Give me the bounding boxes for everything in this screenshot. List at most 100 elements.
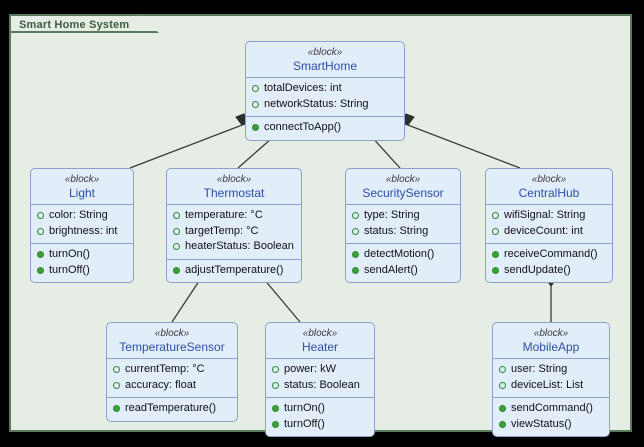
attribute-circle-icon bbox=[37, 212, 44, 220]
attribute-circle-icon bbox=[272, 366, 279, 374]
operation-label: sendUpdate() bbox=[504, 263, 571, 276]
block-stereotype: «block» bbox=[531, 174, 567, 185]
block-header: «block» SecuritySensor bbox=[346, 169, 460, 204]
attribute-circle-icon bbox=[113, 381, 120, 389]
attribute-circle-icon bbox=[352, 227, 359, 235]
diagram-title-tab: Smart Home System bbox=[9, 14, 159, 33]
operations-compartment: readTemperature() bbox=[107, 397, 237, 421]
operations-compartment: adjustTemperature() bbox=[167, 258, 301, 283]
operation-row: receiveCommand() bbox=[492, 247, 606, 263]
attribute-label: deviceList: List bbox=[511, 378, 584, 391]
block-stereotype: «block» bbox=[302, 328, 338, 339]
block-smarthome[interactable]: «block» SmartHome totalDevices: int netw… bbox=[245, 41, 405, 141]
attributes-compartment: type: String status: String bbox=[346, 203, 460, 243]
block-securitysensor[interactable]: «block» SecuritySensor type: String stat… bbox=[345, 168, 461, 284]
operation-row: viewStatus() bbox=[499, 417, 603, 433]
attribute-label: wifiSignal: String bbox=[504, 208, 586, 221]
operation-label: adjustTemperature() bbox=[185, 263, 284, 276]
attribute-row: heaterStatus: Boolean bbox=[173, 239, 295, 255]
block-heater[interactable]: «block» Heater power: kW status: Boolean… bbox=[265, 322, 375, 438]
operation-row: sendAlert() bbox=[352, 263, 454, 279]
operations-compartment: detectMotion() sendAlert() bbox=[346, 243, 460, 282]
block-temperaturesensor[interactable]: «block» TemperatureSensor currentTemp: °… bbox=[106, 322, 238, 422]
block-header: «block» Heater bbox=[266, 323, 374, 358]
attribute-label: networkStatus: String bbox=[264, 97, 369, 110]
attributes-compartment: user: String deviceList: List bbox=[493, 357, 609, 397]
attribute-label: status: String bbox=[364, 224, 429, 237]
operation-circle-icon bbox=[272, 405, 279, 413]
operation-label: detectMotion() bbox=[364, 248, 435, 261]
attribute-circle-icon bbox=[352, 212, 359, 220]
attribute-circle-icon bbox=[252, 85, 259, 93]
attribute-row: type: String bbox=[352, 208, 454, 224]
attribute-label: heaterStatus: Boolean bbox=[185, 240, 294, 253]
operation-row: turnOff() bbox=[272, 417, 368, 433]
block-name: Thermostat bbox=[203, 185, 265, 200]
attribute-row: currentTemp: °C bbox=[113, 362, 231, 378]
operation-label: turnOn() bbox=[49, 248, 90, 261]
operation-row: turnOn() bbox=[37, 247, 127, 263]
attribute-label: brightness: int bbox=[49, 224, 118, 237]
attribute-label: currentTemp: °C bbox=[125, 362, 205, 375]
operation-row: adjustTemperature() bbox=[173, 263, 295, 279]
block-name: Light bbox=[68, 185, 96, 200]
operation-label: connectToApp() bbox=[264, 121, 342, 134]
block-name: SmartHome bbox=[292, 58, 357, 73]
block-thermostat[interactable]: «block» Thermostat temperature: °C targe… bbox=[166, 168, 302, 284]
attribute-row: deviceCount: int bbox=[492, 224, 606, 240]
operation-circle-icon bbox=[352, 251, 359, 259]
operation-circle-icon bbox=[352, 267, 359, 275]
operation-label: sendCommand() bbox=[511, 402, 593, 415]
operation-row: turnOff() bbox=[37, 263, 127, 279]
attributes-compartment: currentTemp: °C accuracy: float bbox=[107, 357, 237, 397]
attribute-row: deviceList: List bbox=[499, 378, 603, 394]
diagram-title: Smart Home System bbox=[19, 19, 130, 31]
block-light[interactable]: «block» Light color: String brightness: … bbox=[30, 168, 134, 284]
attribute-row: networkStatus: String bbox=[252, 97, 398, 113]
operation-circle-icon bbox=[252, 124, 259, 132]
link-smarthome-light bbox=[129, 121, 251, 169]
attributes-compartment: totalDevices: int networkStatus: String bbox=[246, 76, 404, 116]
operations-compartment: turnOn() turnOff() bbox=[266, 397, 374, 436]
attribute-circle-icon bbox=[492, 227, 499, 235]
operation-label: readTemperature() bbox=[125, 402, 217, 415]
attribute-circle-icon bbox=[252, 100, 259, 108]
block-header: «block» Light bbox=[31, 169, 133, 204]
operation-circle-icon bbox=[499, 405, 506, 413]
operation-circle-icon bbox=[37, 267, 44, 275]
attribute-circle-icon bbox=[272, 381, 279, 389]
attribute-circle-icon bbox=[173, 243, 180, 251]
operation-circle-icon bbox=[499, 421, 506, 429]
block-name: MobileApp bbox=[522, 339, 580, 354]
operations-compartment: connectToApp() bbox=[246, 116, 404, 140]
operation-circle-icon bbox=[272, 421, 279, 429]
operations-compartment: receiveCommand() sendUpdate() bbox=[486, 243, 612, 282]
attribute-row: power: kW bbox=[272, 362, 368, 378]
attribute-circle-icon bbox=[37, 227, 44, 235]
operation-label: turnOff() bbox=[49, 263, 90, 276]
block-header: «block» CentralHub bbox=[486, 169, 612, 204]
block-centralhub[interactable]: «block» CentralHub wifiSignal: String de… bbox=[485, 168, 613, 284]
attribute-row: temperature: °C bbox=[173, 208, 295, 224]
operations-compartment: turnOn() turnOff() bbox=[31, 243, 133, 282]
operation-label: receiveCommand() bbox=[504, 248, 598, 261]
operation-row: detectMotion() bbox=[352, 247, 454, 263]
attribute-circle-icon bbox=[173, 212, 180, 220]
attribute-row: totalDevices: int bbox=[252, 81, 398, 97]
block-header: «block» TemperatureSensor bbox=[107, 323, 237, 358]
block-header: «block» SmartHome bbox=[246, 42, 404, 77]
attribute-label: user: String bbox=[511, 362, 568, 375]
attribute-label: type: String bbox=[364, 208, 420, 221]
attribute-circle-icon bbox=[492, 212, 499, 220]
block-stereotype: «block» bbox=[216, 174, 252, 185]
attribute-label: status: Boolean bbox=[284, 378, 360, 391]
attribute-circle-icon bbox=[499, 381, 506, 389]
operation-circle-icon bbox=[492, 251, 499, 259]
block-mobileapp[interactable]: «block» MobileApp user: String deviceLis… bbox=[492, 322, 610, 438]
attribute-row: user: String bbox=[499, 362, 603, 378]
block-stereotype: «block» bbox=[533, 328, 569, 339]
operation-row: readTemperature() bbox=[113, 401, 231, 417]
operation-row: sendUpdate() bbox=[492, 263, 606, 279]
attribute-label: accuracy: float bbox=[125, 378, 196, 391]
